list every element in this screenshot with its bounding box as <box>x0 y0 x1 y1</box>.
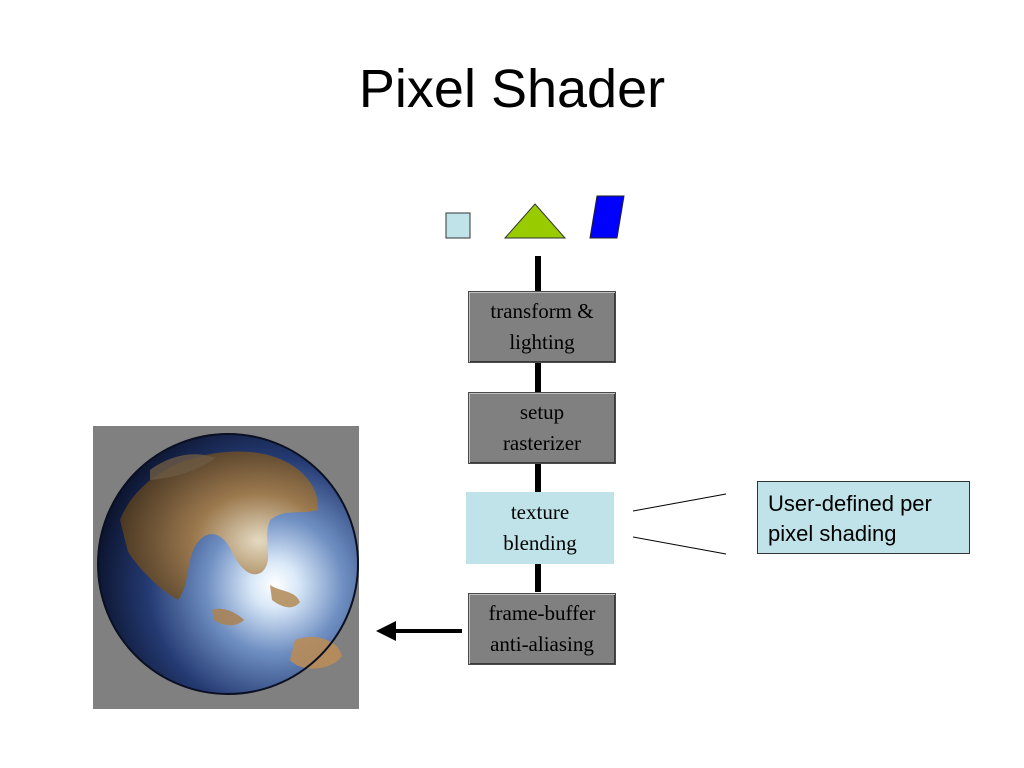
slide-title: Pixel Shader <box>358 59 666 119</box>
stage-transform-lighting: transform & lighting <box>468 291 616 363</box>
parallelogram-shape-icon <box>589 195 625 239</box>
output-arrow-head-icon <box>376 621 396 641</box>
globe-earth-image <box>97 433 359 695</box>
triangle-shape-icon <box>503 203 567 239</box>
stage-setup-rasterizer: setup rasterizer <box>468 392 616 464</box>
stage-texture-blending: texture blending <box>466 492 614 564</box>
callout-line-bottom <box>632 536 727 555</box>
stage-frame-buffer-anti-aliasing: frame-buffer anti-aliasing <box>468 593 616 665</box>
square-shape-icon <box>445 212 471 239</box>
callout-user-defined-shading: User-defined per pixel shading <box>757 481 970 554</box>
callout-line-top <box>632 493 727 512</box>
